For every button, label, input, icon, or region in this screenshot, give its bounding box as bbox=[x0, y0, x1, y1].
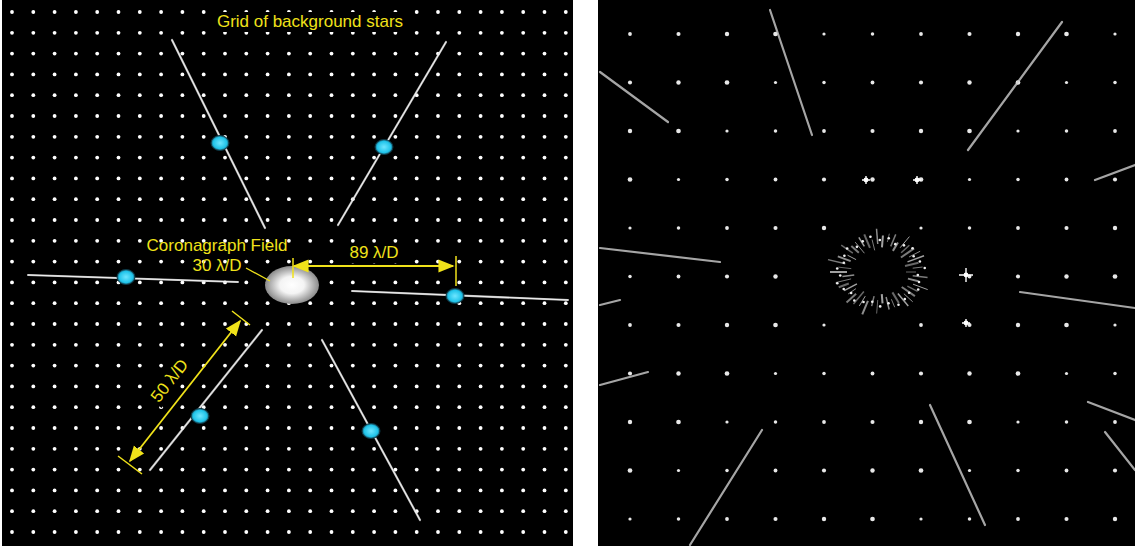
diffraction-streaks bbox=[28, 40, 568, 520]
annotation-label: 89 λ/D bbox=[347, 243, 400, 263]
annotation-label: Coronagraph Field 30 λ/D bbox=[140, 236, 294, 276]
annotation-label: Grid of background stars bbox=[215, 12, 405, 32]
starshade-positions bbox=[117, 136, 464, 439]
right-panel bbox=[598, 0, 1135, 546]
coronagraph-field bbox=[265, 266, 319, 304]
simulated-star-grid bbox=[628, 32, 1118, 522]
left-panel bbox=[2, 0, 573, 546]
residual-speckle-ring bbox=[828, 229, 928, 315]
background-star-grid bbox=[10, 10, 568, 534]
leader-line bbox=[246, 268, 270, 281]
simulated-streaks bbox=[600, 10, 1135, 545]
dimension-50 bbox=[118, 311, 250, 474]
